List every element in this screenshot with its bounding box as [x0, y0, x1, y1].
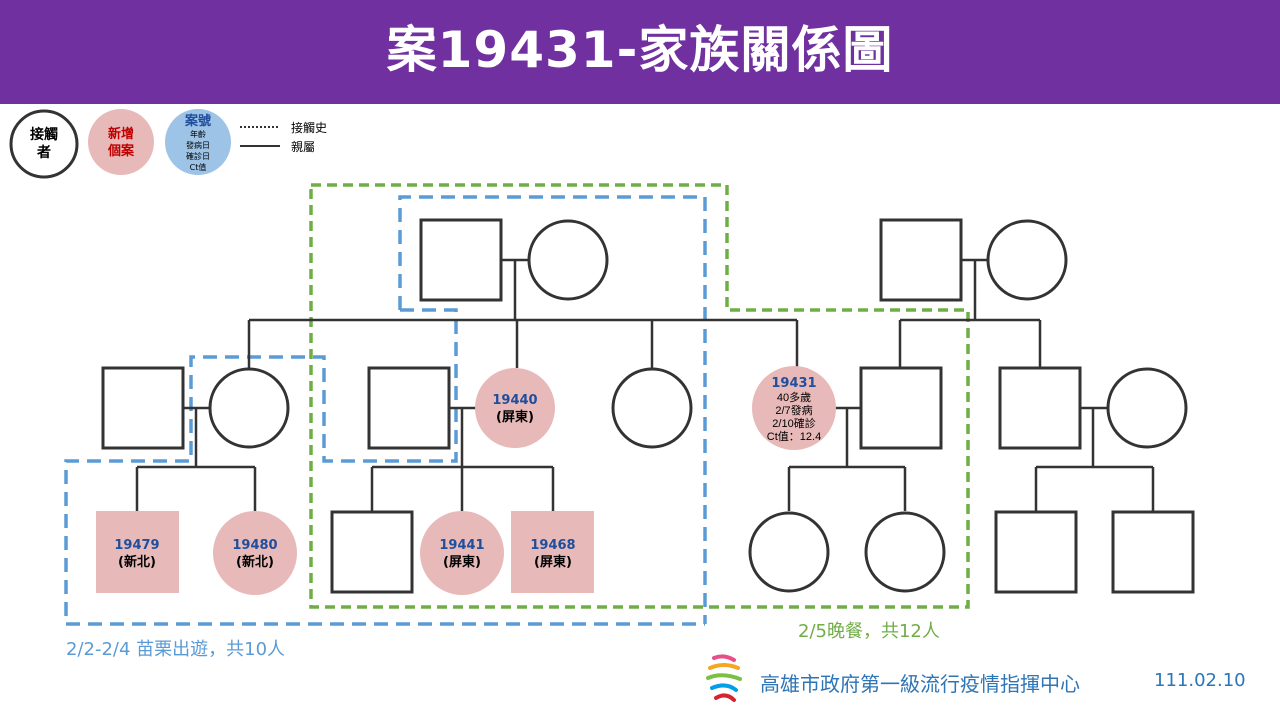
- legend-contact-circle: [9, 109, 79, 179]
- grandfather-right: [879, 218, 963, 302]
- page-title: 案19431-家族關係圖: [386, 21, 894, 79]
- group-boxes: [64, 183, 970, 626]
- grandson-right-b: [1111, 510, 1195, 594]
- case-19431-circle: [752, 366, 836, 450]
- trip-group-outline-top: [398, 195, 707, 624]
- legend-contact-line2: 者: [37, 145, 51, 161]
- legend-contact-line1: 接觸: [30, 126, 58, 143]
- grandmother-right: [986, 219, 1068, 301]
- kaohsiung-logo-icon: [706, 654, 742, 702]
- case-19479-square: [96, 511, 179, 593]
- grandfather-left: [419, 218, 503, 302]
- case-19431-onset: 2/7發病: [775, 403, 812, 417]
- case-19431-confirmed: 2/10確診: [772, 416, 815, 430]
- son-right: [998, 366, 1082, 450]
- case-19440: 19440 (屏東): [475, 368, 555, 448]
- legend-case-info-onset: 發病日: [186, 140, 210, 150]
- legend-case-info-circle: [165, 109, 231, 175]
- case-19441-location: (屏東): [443, 554, 481, 570]
- daughter-3: [611, 367, 693, 449]
- case-19440-location: (屏東): [496, 409, 534, 425]
- legend-case-info-ct: Ct值: [190, 162, 207, 172]
- daughter-in-law-right: [1106, 367, 1188, 449]
- footer-organization: 高雄市政府第一級流行疫情指揮中心: [760, 672, 1080, 696]
- case-19431-age: 40多歲: [777, 390, 811, 404]
- husband-19431: [859, 366, 943, 450]
- case-19440-id: 19440: [492, 393, 537, 408]
- relationship-lines: [135, 258, 1155, 511]
- case-19441: 19441 (屏東): [420, 511, 504, 595]
- grandmother-left: [527, 219, 609, 301]
- dinner-group-outline: [309, 183, 970, 609]
- legend-case-info-title: 案號: [184, 113, 211, 129]
- legend-new-case-line2: 個案: [107, 143, 135, 159]
- case-19479: 19479 (新北): [96, 511, 179, 593]
- legend: 接觸 者 新增 個案 案號 年齡 發病日 確診日 Ct值 接觸史 親屬: [9, 109, 327, 179]
- case-19479-location: (新北): [118, 554, 156, 570]
- son-in-law-2: [367, 366, 451, 450]
- trip-group-outline-outer: [64, 308, 705, 626]
- footer: 高雄市政府第一級流行疫情指揮中心 111.02.10: [700, 652, 1260, 704]
- case-19441-circle: [420, 511, 504, 595]
- persons: 19440 (屏東) 19431 40多歲 2/7發病 2/10確診 Ct值：1…: [96, 218, 1195, 595]
- case-19480-id: 19480: [232, 538, 277, 553]
- case-19468-square: [511, 511, 594, 593]
- case-19480: 19480 (新北): [213, 511, 297, 595]
- legend-case-info-age: 年齡: [190, 129, 206, 139]
- footer-date: 111.02.10: [1154, 670, 1246, 691]
- trip-group-label: 2/2-2/4 苗栗出遊，共10人: [66, 639, 285, 660]
- case-19468: 19468 (屏東): [511, 511, 594, 593]
- daughter-19431-b: [864, 511, 946, 593]
- header-bar: [0, 0, 1280, 104]
- daughter-1: [208, 367, 290, 449]
- grandson-2a: [330, 510, 414, 594]
- legend-new-case-circle: [88, 109, 154, 175]
- grandson-right-a: [994, 510, 1078, 594]
- case-19479-id: 19479: [114, 538, 159, 553]
- case-19431-id: 19431: [771, 376, 816, 391]
- case-19468-location: (屏東): [534, 554, 572, 570]
- daughter-19431-a: [748, 511, 830, 593]
- case-19480-location: (新北): [236, 554, 274, 570]
- son-in-law-1: [101, 366, 185, 450]
- legend-case-info-confirmed: 確診日: [186, 151, 210, 161]
- case-19468-id: 19468: [530, 538, 575, 553]
- case-19431: 19431 40多歲 2/7發病 2/10確診 Ct值：12.4: [752, 366, 836, 450]
- case-19440-circle: [475, 368, 555, 448]
- case-19441-id: 19441: [439, 538, 484, 553]
- legend-relatives-label: 親屬: [291, 140, 315, 154]
- case-19431-ct: Ct值：12.4: [767, 430, 821, 443]
- case-19480-circle: [213, 511, 297, 595]
- legend-contact-history-label: 接觸史: [291, 120, 327, 135]
- legend-new-case-line1: 新增: [108, 126, 134, 142]
- dinner-group-label: 2/5晚餐，共12人: [798, 621, 940, 642]
